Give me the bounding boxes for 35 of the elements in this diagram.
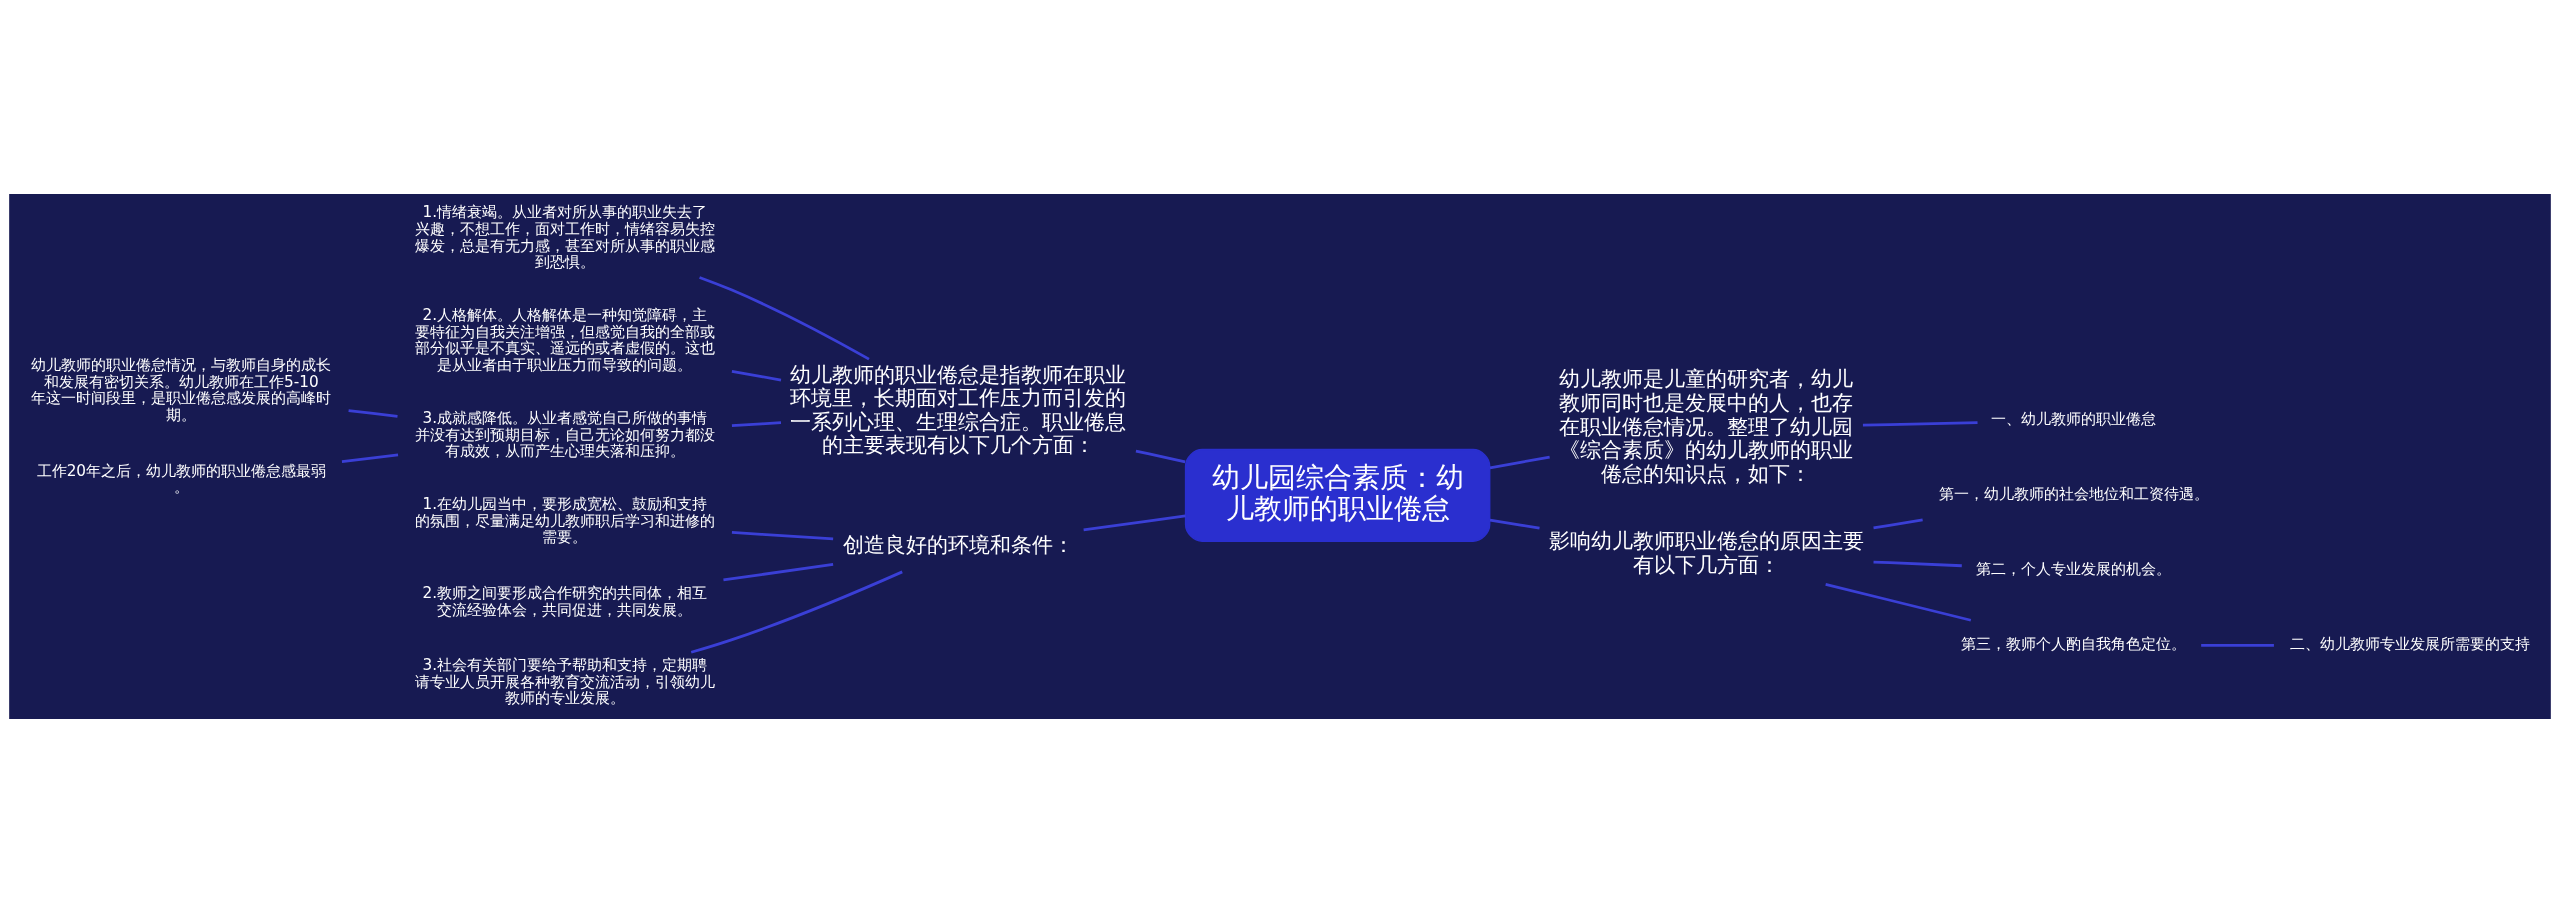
node-text: 1.在幼儿园当中，要形成宽松、鼓励和支持的氛围，尽量满足幼儿教师职后学习和进修的需要。 [414, 495, 715, 547]
connector [731, 531, 834, 541]
connector [1489, 455, 1550, 470]
node-text: 2.教师之间要形成合作研究的共同体，相互交流经验体会，共同促进，共同发展。 [422, 583, 708, 619]
node-text: 影响幼儿教师职业倦怠的原因主要有以下几方面： [1548, 529, 1864, 577]
connector [1083, 514, 1186, 532]
connector [1862, 421, 1978, 427]
connector [1489, 518, 1540, 530]
connector [731, 369, 782, 382]
connector [690, 570, 903, 654]
node-text: 第三，教师个人酌自我角色定位。 [1961, 635, 2187, 654]
node-text: 幼儿教师是儿童的研究者，幼儿教师同时也是发展中的人，也存在职业倦怠情况。整理了幼儿园《综合素质》的幼儿教师的职业倦怠的知识点，如下： [1559, 367, 1854, 486]
node-text: 3.社会有关部门要给予帮助和支持，定期聘请专业人员开展各种教育交流活动，引领幼儿教师的专业发展。 [414, 656, 715, 708]
connector [341, 453, 399, 463]
node-text: 创造良好的环境和条件： [842, 532, 1074, 557]
connector [348, 409, 398, 418]
connector [2201, 644, 2274, 647]
connector [1135, 449, 1186, 464]
node-text: 第二，个人专业发展的机会。 [1976, 560, 2172, 579]
connector [1873, 560, 1962, 568]
node-text: 幼儿教师的职业倦怠情况，与教师自身的成长和发展有密切关系。幼儿教师在工作5-10年这一时间段里，是职业倦怠感发展的高峰时期。 [31, 356, 332, 425]
node-text: 幼儿教师的职业倦怠是指教师在职业环境里，长期面对工作压力而引发的一系列心理、生理综合症。职业倦息的主要表现有以下几个方面： [790, 362, 1127, 458]
node-text: 3.成就感降低。从业者感觉自己所做的事情并没有达到预期目标，自己无论如何努力都没有成效，从而产生心理失落和压抑。 [414, 408, 715, 461]
node-text: 1.情绪衰竭。从业者对所从事的职业失去了兴趣，不想工作，面对工作时，情绪容易失控爆发，总是有无力感，甚至对所从事的职业感到恐惧。 [414, 203, 715, 272]
connector [1873, 518, 1923, 530]
connector [731, 421, 782, 428]
connector [723, 563, 834, 582]
node-text: 一、幼儿教师的职业倦怠 [1991, 410, 2157, 429]
node-text: 工作20年之后，幼儿教师的职业倦怠感最弱。 [36, 461, 327, 497]
node-text: 2.人格解体。人格解体是一种知觉障碍，主要特征为自我关注增强，但感觉自我的全部或部分似乎是不真实、遥远的或者虚假的。这也是从业者由于职业压力而导致的问题。 [414, 306, 715, 375]
node-text: 第一，幼儿教师的社会地位和工资待遇。 [1938, 485, 2209, 504]
connector [699, 276, 870, 361]
node-box: 幼儿园综合素质：幼儿教师的职业倦怠 [1184, 448, 1491, 542]
connector [1825, 582, 1972, 622]
node-text: 二、幼儿教师专业发展所需要的支持 [2289, 635, 2530, 654]
